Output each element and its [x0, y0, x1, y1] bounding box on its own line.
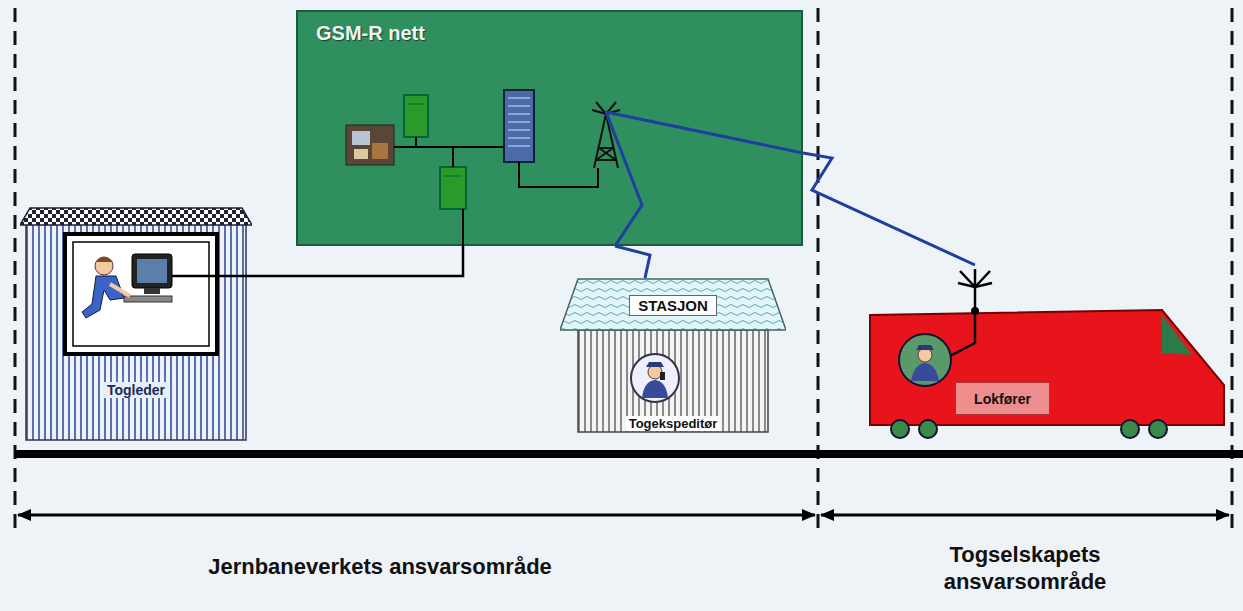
cable-connector	[252, 246, 463, 276]
label-holder: Jernbaneverkets ansvarsområde	[60, 553, 700, 580]
dispatcher-building-shape	[20, 206, 252, 442]
node-label: Togekspeditør	[626, 416, 721, 431]
node-label: STASJON	[629, 295, 717, 316]
area-label: Jernbaneverkets ansvarsområde	[60, 553, 700, 580]
network-box-shape	[296, 10, 803, 246]
node-label: Lokfører	[955, 382, 1050, 415]
range-arrow	[18, 514, 815, 517]
label-holder: Togselskapets ansvarsområde	[900, 541, 1150, 595]
area-label: Togselskapets ansvarsområde	[900, 541, 1150, 595]
node-label: GSM-R nett	[316, 22, 425, 45]
track-line	[15, 450, 1243, 458]
network-box: GSM-R nett	[296, 10, 803, 246]
radio-link	[803, 153, 975, 265]
node-label: Togleder	[103, 382, 169, 398]
dispatcher-building: Togleder	[20, 206, 252, 442]
range-arrow	[821, 514, 1229, 517]
locomotive: Lokfører	[862, 265, 1228, 440]
radio-link	[615, 246, 650, 278]
station-building: STASJON Togekspeditør	[560, 278, 786, 434]
